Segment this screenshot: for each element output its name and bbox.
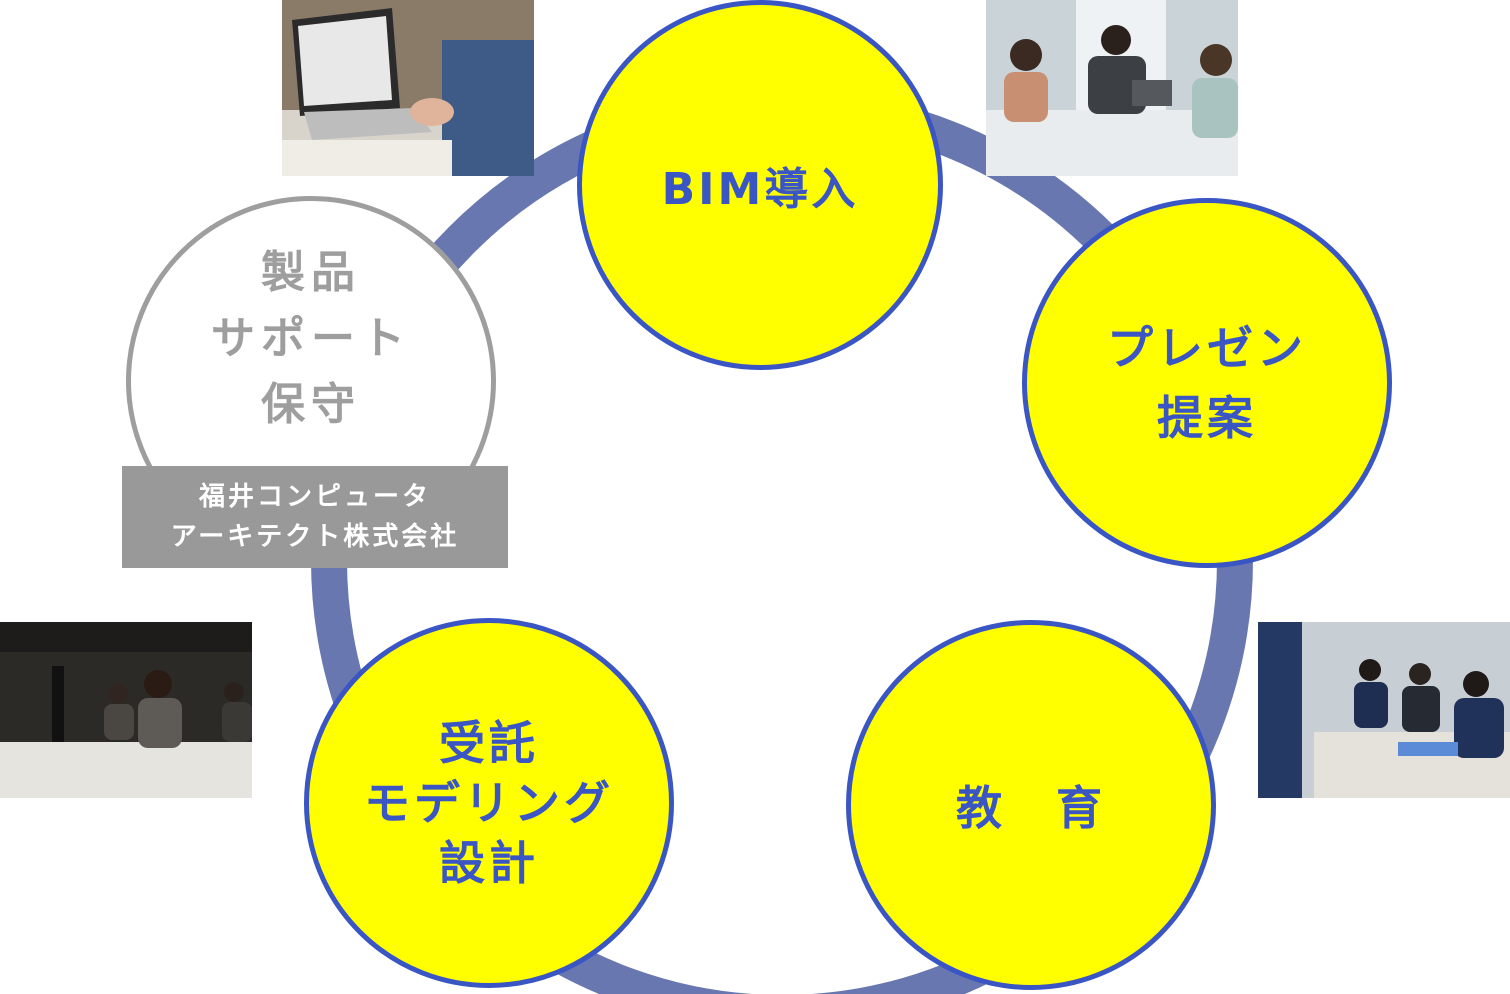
node-presentation-label-line2: 提案 (1157, 391, 1257, 445)
node-presentation-proposal: プレゼン 提案 (1022, 198, 1392, 568)
node-support-label-line2: サポート (211, 313, 411, 364)
node-modeling-label-line3: 設計 (439, 836, 539, 890)
node-education: 教 育 (846, 620, 1216, 990)
node-bim-label: BIM導入 (661, 164, 859, 215)
business-meeting-photo (986, 0, 1238, 176)
node-modeling-label-line2: モデリング (364, 776, 614, 830)
node-modeling-label-line1: 受託 (439, 716, 539, 770)
node-bim-introduction: BIM導入 (577, 0, 943, 370)
node-support-label-line3: 保守 (261, 379, 361, 430)
company-name-line2: アーキテクト株式会社 (170, 522, 460, 552)
node-presentation-label-line1: プレゼン (1107, 321, 1307, 375)
node-education-label: 教 育 (956, 781, 1106, 835)
architect-laptop-photo (282, 0, 534, 176)
training-seminar-photo (1258, 622, 1510, 798)
node-support-label-line1: 製品 (261, 247, 361, 298)
company-name-band: 福井コンピュータ アーキテクト株式会社 (122, 466, 508, 568)
company-name-line1: 福井コンピュータ (198, 482, 431, 512)
node-contract-modeling-design: 受託 モデリング 設計 (304, 618, 674, 988)
office-computers-photo (0, 622, 252, 798)
